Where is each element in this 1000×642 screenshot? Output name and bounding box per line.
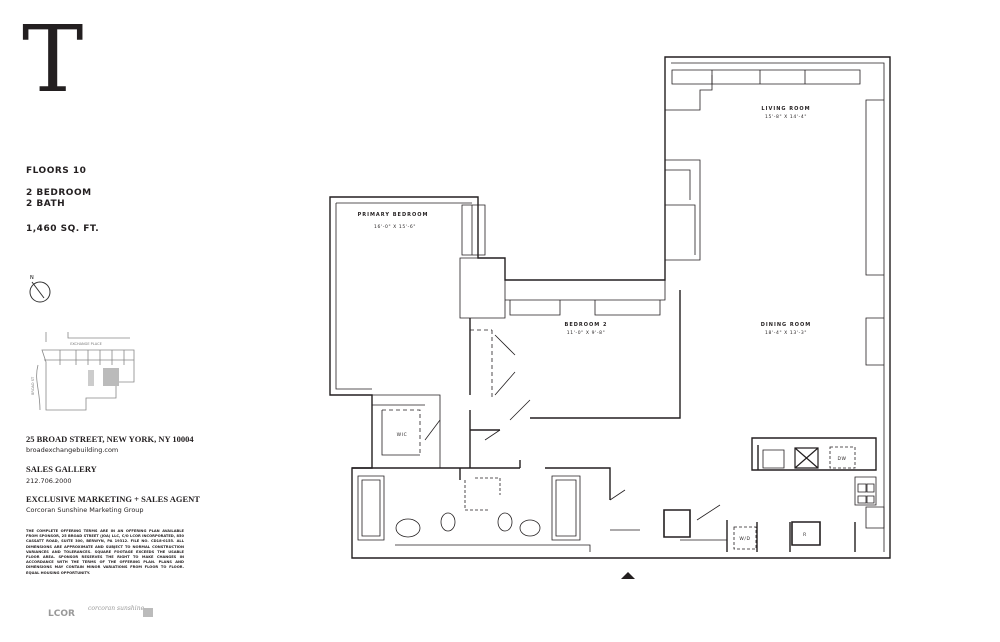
dining-room-dims: 18'-4" X 13'-3" xyxy=(765,330,807,336)
entry-arrow-icon xyxy=(621,572,635,579)
legal-disclaimer: THE COMPLETE OFFERING TERMS ARE IN AN OF… xyxy=(26,529,184,575)
bedroom-count: 2 BEDROOM xyxy=(26,188,92,198)
refrigerator-label: R xyxy=(803,532,807,538)
agent-name: Corcoran Sunshine Marketing Group xyxy=(26,506,144,514)
corcoran-logo: corcoran sunshine xyxy=(88,605,145,612)
square-footage: 1,460 SQ. FT. xyxy=(26,224,100,234)
brand-logo-t: T xyxy=(22,6,84,113)
north-compass-icon: N xyxy=(29,275,51,303)
primary-bedroom-label: PRIMARY BEDROOM xyxy=(358,212,429,218)
agent-label: EXCLUSIVE MARKETING + SALES AGENT xyxy=(26,494,200,504)
equal-housing-icon xyxy=(143,608,153,617)
floors-label: FLOORS 10 xyxy=(26,166,87,176)
street-exchange-place: EXCHANGE PLACE xyxy=(70,342,102,346)
dishwasher-label: DW xyxy=(837,456,846,462)
wic-label: WIC xyxy=(397,432,408,438)
living-room-dims: 15'-8" X 14'-4" xyxy=(765,114,807,120)
primary-bedroom-dims: 16'-0" X 15'-6" xyxy=(374,224,416,230)
dining-room-label: DINING ROOM xyxy=(761,322,811,328)
living-room-label: LIVING ROOM xyxy=(761,106,810,112)
north-label: N xyxy=(30,275,34,281)
address: 25 BROAD STREET, NEW YORK, NY 10004 xyxy=(26,434,194,444)
bedroom-2-dims: 11'-0" X 9'-8" xyxy=(567,330,606,336)
sales-gallery-label: SALES GALLERY xyxy=(26,464,97,474)
bedroom-2-label: BEDROOM 2 xyxy=(565,322,608,328)
washer-dryer-label: W/D xyxy=(739,536,750,542)
bath-count: 2 BATH xyxy=(26,199,66,209)
street-broad: BROAD ST xyxy=(31,376,35,395)
website-link[interactable]: broadexchangebuilding.com xyxy=(26,446,119,454)
sales-gallery-phone: 212.706.2000 xyxy=(26,477,72,485)
lcor-logo: LCOR xyxy=(48,609,75,619)
key-plan: N EXCHANGE PLACE BROAD ST xyxy=(29,275,135,411)
